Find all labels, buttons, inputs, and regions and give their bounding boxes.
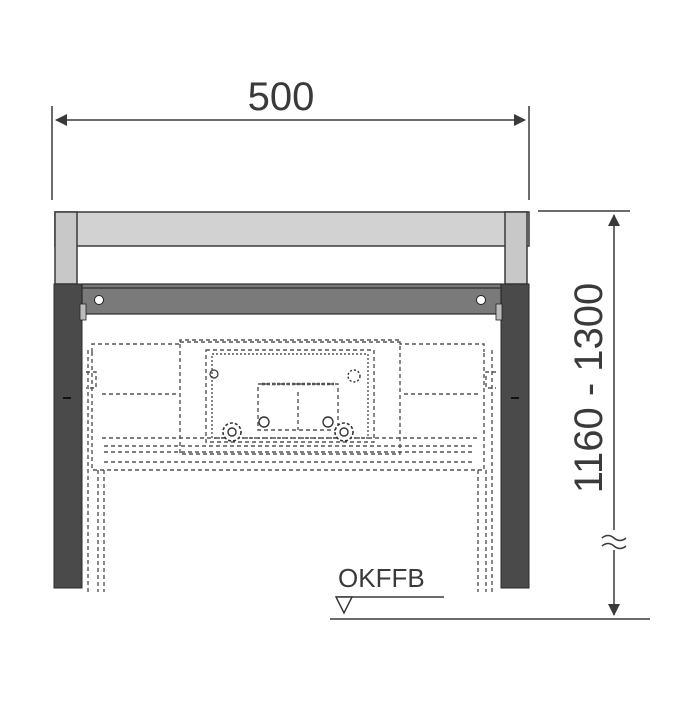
top-leg-left [54, 211, 78, 285]
bracket-clip-right [495, 303, 503, 321]
cistern-inner-box-detail [211, 353, 369, 439]
hidden-cistern [86, 339, 496, 592]
fitting-left-icon [222, 422, 242, 442]
main-frame [53, 283, 530, 589]
cistern-outline-top [91, 339, 485, 352]
break-symbol [601, 534, 627, 550]
top-leg-right [504, 211, 528, 285]
width-dimension-label: 500 [248, 75, 315, 119]
height-dimension: 1160 - 1300 [330, 210, 650, 620]
top-bar [54, 211, 530, 247]
floor-level-triangle-icon [334, 596, 354, 615]
mounting-hole-icon [94, 295, 104, 305]
bracket-clip-left [79, 303, 87, 321]
fitting-left-core [227, 427, 237, 437]
floor-level-label: OKFFB [338, 563, 425, 593]
fitting-right-core [339, 427, 349, 437]
cistern-center-box [179, 341, 401, 455]
fitting-right-icon [334, 422, 354, 442]
side-bracket-left [86, 371, 97, 389]
frame-post-left [53, 283, 83, 589]
floor-level-marker: OKFFB [334, 563, 444, 615]
cistern-outline-body [91, 352, 485, 471]
width-dimension: 500 [51, 75, 530, 200]
cistern-inner-box [205, 349, 375, 443]
valve-knob-left-icon [258, 416, 270, 428]
height-dimension-label: 1160 - 1300 [567, 283, 611, 494]
frame-post-right [500, 283, 530, 589]
side-bracket-right [485, 371, 496, 389]
screw-icon [209, 369, 219, 379]
valve-knob-right-icon [322, 416, 334, 428]
float-valve-icon [347, 369, 361, 383]
pipe-fittings [209, 369, 361, 442]
mounting-hole-icon [476, 295, 486, 305]
frame-crossbar [81, 283, 502, 315]
top-frame [54, 211, 530, 285]
